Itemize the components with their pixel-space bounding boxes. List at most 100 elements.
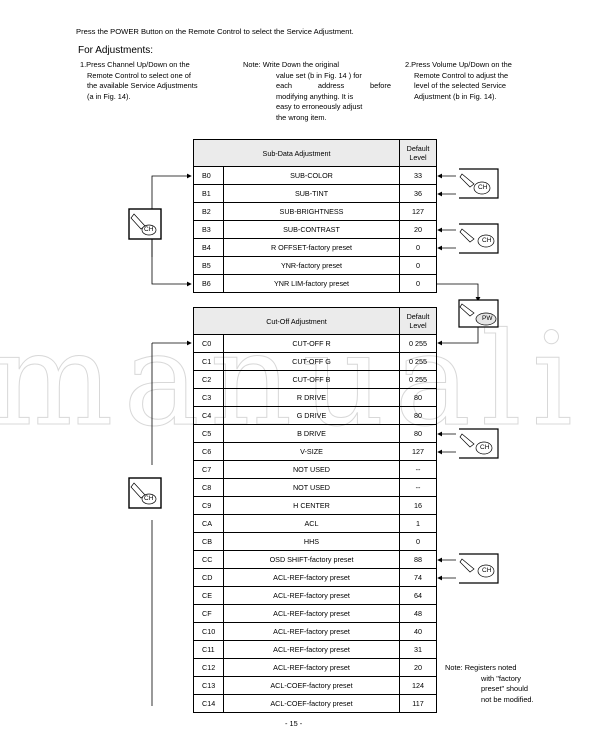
register-code: CD bbox=[193, 568, 224, 587]
register-code: B2 bbox=[193, 202, 224, 221]
default-level: 117 bbox=[399, 694, 437, 713]
register-name: SUB-COLOR bbox=[222, 166, 401, 185]
register-code: C11 bbox=[193, 640, 224, 659]
remote-ch-label: CH bbox=[482, 567, 492, 574]
remote-pw-label: PW bbox=[482, 315, 493, 322]
default-level: 80 bbox=[399, 424, 437, 443]
remote-ch-icon: CH bbox=[458, 223, 508, 257]
register-name: OSD SHIFT-factory preset bbox=[223, 550, 400, 569]
remote-ch-icon: CH bbox=[458, 553, 508, 587]
note-1-line-6: the wrong item. bbox=[276, 112, 327, 122]
register-code: C0 bbox=[193, 334, 224, 353]
remote-ch-icon: CH bbox=[458, 428, 508, 462]
default-level: 16 bbox=[399, 496, 437, 515]
default-level: 20 bbox=[399, 658, 437, 677]
note-2-line-1: Note: Registers noted bbox=[445, 663, 517, 672]
register-code: C9 bbox=[193, 496, 224, 515]
register-code: C5 bbox=[193, 424, 224, 443]
default-level: 1 bbox=[399, 514, 437, 533]
default-level: 0 bbox=[399, 532, 437, 551]
note-1-line-4: modifying anything. It is bbox=[276, 91, 354, 101]
default-level-header-line-1: Default bbox=[406, 144, 430, 153]
register-name: ACL-REF-factory preset bbox=[223, 586, 400, 605]
register-name: ACL bbox=[223, 514, 400, 533]
arrow-b6-to-power bbox=[436, 283, 481, 302]
register-name: R DRIVE bbox=[223, 388, 400, 407]
step-1-line-2: Remote Control to select one of bbox=[87, 70, 191, 80]
default-level: 88 bbox=[399, 550, 437, 569]
register-code: B5 bbox=[193, 256, 224, 275]
default-level: 127 bbox=[399, 202, 438, 221]
register-name: SUB-BRIGHTNESS bbox=[222, 202, 401, 221]
register-name: NOT USED bbox=[223, 460, 400, 479]
default-level-header-line-2: Level bbox=[409, 321, 427, 330]
register-code: C4 bbox=[193, 406, 224, 425]
register-name: ACL-REF-factory preset bbox=[223, 658, 400, 677]
table-header-row: Cut-Off Adjustment Default Level bbox=[193, 307, 437, 335]
default-level: 40 bbox=[399, 622, 437, 641]
register-code: C8 bbox=[193, 478, 224, 497]
default-level-header-line-1: Default bbox=[406, 312, 430, 321]
default-level: 64 bbox=[399, 586, 437, 605]
register-code: CE bbox=[193, 586, 224, 605]
default-level: 0 bbox=[399, 256, 438, 275]
section-heading: For Adjustments: bbox=[78, 45, 154, 56]
note-2-line-3: preset" should bbox=[481, 684, 528, 693]
default-level-header-line-2: Level bbox=[409, 153, 427, 162]
register-code: B3 bbox=[193, 220, 224, 239]
step-1-line-4: (a in Fig. 14). bbox=[87, 91, 131, 101]
register-name: G DRIVE bbox=[223, 406, 400, 425]
register-code: C7 bbox=[193, 460, 224, 479]
register-name: NOT USED bbox=[223, 478, 400, 497]
note-factory-preset: Note: Registers noted with "factory pres… bbox=[445, 663, 534, 705]
register-name: CUT-OFF R bbox=[223, 334, 400, 353]
default-level-header: Default Level bbox=[399, 139, 438, 167]
page-number: - 15 - bbox=[285, 719, 303, 728]
register-name: SUB-CONTRAST bbox=[222, 220, 401, 239]
step-1-instructions: 1.Press Channel Up/Down on the Remote Co… bbox=[80, 60, 230, 102]
register-code: C2 bbox=[193, 370, 224, 389]
register-name: ACL-COEF-factory preset bbox=[223, 694, 400, 713]
note-1-line-2: value set (b in Fig. 14 ) for bbox=[276, 70, 362, 80]
sub-data-title: Sub-Data Adjustment bbox=[192, 139, 401, 167]
remote-ch-icon: CH bbox=[458, 168, 508, 202]
remote-ch-label: CH bbox=[144, 495, 154, 502]
register-code: C13 bbox=[193, 676, 224, 695]
note-1-line-3: each address before bbox=[243, 81, 391, 92]
default-level: 0 255 bbox=[399, 352, 437, 371]
intro-text: Press the POWER Button on the Remote Con… bbox=[76, 27, 354, 36]
step-1-line-1: 1.Press Channel Up/Down on the bbox=[80, 60, 190, 69]
register-code: B4 bbox=[193, 238, 224, 257]
note-2-line-4: not be modified. bbox=[481, 694, 534, 704]
default-level: 36 bbox=[399, 184, 438, 203]
register-code: C12 bbox=[193, 658, 224, 677]
note-1-line-1: Note: Write Down the original bbox=[243, 60, 339, 69]
note-2-line-2: with "factory bbox=[481, 673, 521, 683]
register-name: CUT-OFF G bbox=[223, 352, 400, 371]
step-2-line-1: 2.Press Volume Up/Down on the bbox=[405, 60, 512, 69]
register-code: C10 bbox=[193, 622, 224, 641]
default-level: 20 bbox=[399, 220, 438, 239]
register-code: CB bbox=[193, 532, 224, 551]
register-code: C1 bbox=[193, 352, 224, 371]
register-name: ACL-REF-factory preset bbox=[223, 604, 400, 623]
remote-ch-label: CH bbox=[482, 237, 492, 244]
register-name: ACL-REF-factory preset bbox=[223, 568, 400, 587]
default-level: 0 bbox=[399, 274, 438, 293]
default-level: -- bbox=[399, 478, 437, 497]
